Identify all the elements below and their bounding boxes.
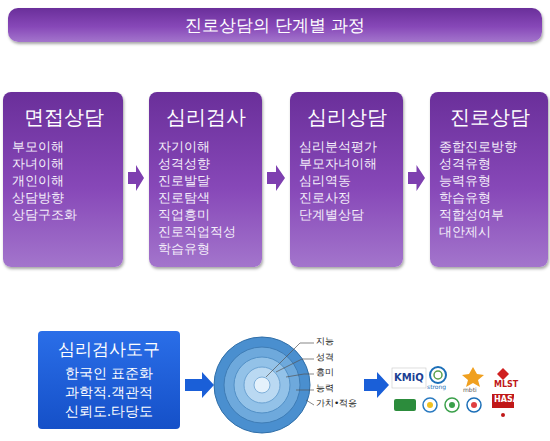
stage-item: 능력유형 [439,172,540,189]
stage-item: 종합진로방향 [439,138,540,155]
stage-item: 진로직업적성 [158,223,254,240]
stage-item: 진로탐색 [158,189,254,206]
circle-label: 능력 [316,384,334,394]
circle-label: 지능 [316,337,334,347]
stage-item: 학습유형 [439,189,540,206]
tool-item: 한국인 표준화 [44,364,174,383]
stage-item: 부모자녀이해 [299,155,395,172]
tool-item: 과학적.객관적 [44,383,174,402]
leader-lines [266,343,314,405]
stage-heading: 면접상담 [12,104,115,130]
stage-item: 상담구조화 [12,206,115,223]
stage-item: 자녀이해 [12,155,115,172]
stage-item: 부모이해 [12,138,115,155]
stage-heading: 진로상담 [439,104,540,130]
stage-item: 자기이해 [158,138,254,155]
stage-item: 학습유형 [158,240,254,257]
logo-text: strong [427,384,446,391]
stage-item: 개인이해 [12,172,115,189]
stage-item: 성격성향 [158,155,254,172]
flow-arrow [128,165,144,191]
stage-heading: 심리검사 [158,104,254,130]
circle-label: 흥미 [316,368,334,378]
tool-box: 심리검사도구한국인 표준화과학적.객관적신뢰도.타당도 [38,331,180,429]
flow-arrow [364,372,389,398]
flow-arrow [185,372,214,398]
circle-label: 가치•적응 [316,399,357,409]
diagram-title: 진로상담의 단계별 과정 [185,14,366,37]
logo-text: mbti [463,387,477,394]
stage-item: 상담방향 [12,189,115,206]
stage-item: 단계별상담 [299,206,395,223]
stage-box: 심리검사자기이해성격성향진로발달진로탐색직업흥미진로직업적성학습유형 [149,92,262,267]
stage-heading: 심리상담 [299,104,395,130]
stage-item: 직업흥미 [158,206,254,223]
logo-text: HASA [494,396,519,405]
stage-box: 면접상담부모이해자녀이해개인이해상담방향상담구조화 [3,92,123,267]
stage-item: 대안제시 [439,223,540,240]
flow-arrow [267,165,285,191]
logo-text: MLST [494,381,518,390]
logo-text: KMiQ [394,372,424,383]
flow-arrow [408,165,425,191]
stage-item: 심리역동 [299,172,395,189]
stage-item: 진로발달 [158,172,254,189]
logo-marks [392,367,514,417]
circle-label: 성격 [316,353,334,363]
stage-item: 진로사정 [299,189,395,206]
stage-item: 성격유형 [439,155,540,172]
concentric-circles [214,337,310,433]
stage-box: 심리상담심리분석평가부모자녀이해심리역동진로사정단계별상담 [290,92,403,267]
tool-heading: 심리검사도구 [44,337,174,361]
tool-item: 신뢰도.타당도 [44,402,174,421]
stage-item: 적합성여부 [439,206,540,223]
title-banner: 진로상담의 단계별 과정 [8,8,542,42]
stage-box: 진로상담종합진로방향성격유형능력유형학습유형적합성여부대안제시 [430,92,548,267]
stage-item: 심리분석평가 [299,138,395,155]
